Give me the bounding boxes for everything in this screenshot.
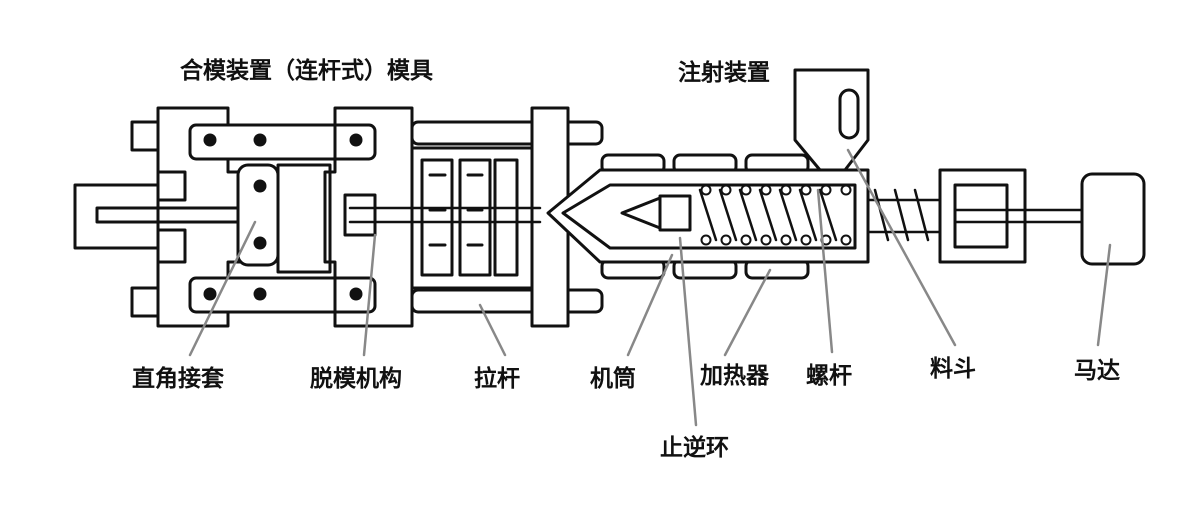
tie-bar-top (410, 120, 604, 146)
leader-barrel (626, 253, 674, 357)
leader-check-ring (678, 236, 698, 427)
label-clamp-unit: 合模装置（连杆式）模具 (180, 58, 433, 84)
clamping-unit (73, 106, 604, 328)
toggle-link-bottom (188, 276, 377, 314)
hopper-shape (793, 68, 870, 172)
ejector-rod (348, 206, 542, 224)
hopper-window (838, 88, 860, 140)
label-check-ring: 止逆环 (660, 435, 729, 461)
leader-heater (723, 268, 772, 357)
label-motor: 马达 (1074, 358, 1120, 384)
rear-cylinder (73, 183, 160, 250)
toggle-link-top (188, 123, 377, 161)
tiebar-nut-bottom-left (130, 286, 160, 318)
injection-unit (546, 68, 1146, 280)
leader-motor (1096, 243, 1112, 347)
leader-lines (188, 148, 1112, 427)
label-heater: 加热器 (700, 363, 769, 389)
screw-shaft (866, 188, 947, 242)
rear-platen-inner (156, 170, 187, 264)
tie-bar-bottom (410, 288, 604, 314)
toggle-pins (203, 133, 363, 301)
leader-ejector (362, 233, 377, 357)
piston-rod (95, 206, 254, 224)
screw-balls (700, 184, 852, 246)
label-screw: 螺杆 (806, 363, 852, 389)
label-tie-bar: 拉杆 (474, 366, 520, 392)
screw-flights (698, 188, 838, 242)
motor-body (1080, 172, 1146, 266)
label-barrel: 机筒 (590, 366, 636, 392)
toggle-frame (276, 163, 332, 274)
label-ejector: 脱模机构 (310, 366, 402, 392)
drive-piston (953, 183, 1009, 249)
motor-shaft (953, 208, 1087, 224)
leader-hopper (846, 148, 957, 347)
ejector-plate (343, 193, 377, 237)
label-toggle-sleeve: 直角接套 (132, 366, 224, 392)
leader-toggle-sleeve (188, 220, 257, 357)
leader-screw (816, 188, 834, 354)
mold (410, 146, 534, 290)
label-hopper: 料斗 (930, 356, 976, 382)
barrel-bore (561, 183, 857, 250)
leader-tie-bar (478, 303, 507, 357)
label-injection-unit: 注射装置 (678, 60, 770, 86)
check-ring-shape (658, 194, 692, 232)
tiebar-nut-top-left (130, 120, 160, 152)
